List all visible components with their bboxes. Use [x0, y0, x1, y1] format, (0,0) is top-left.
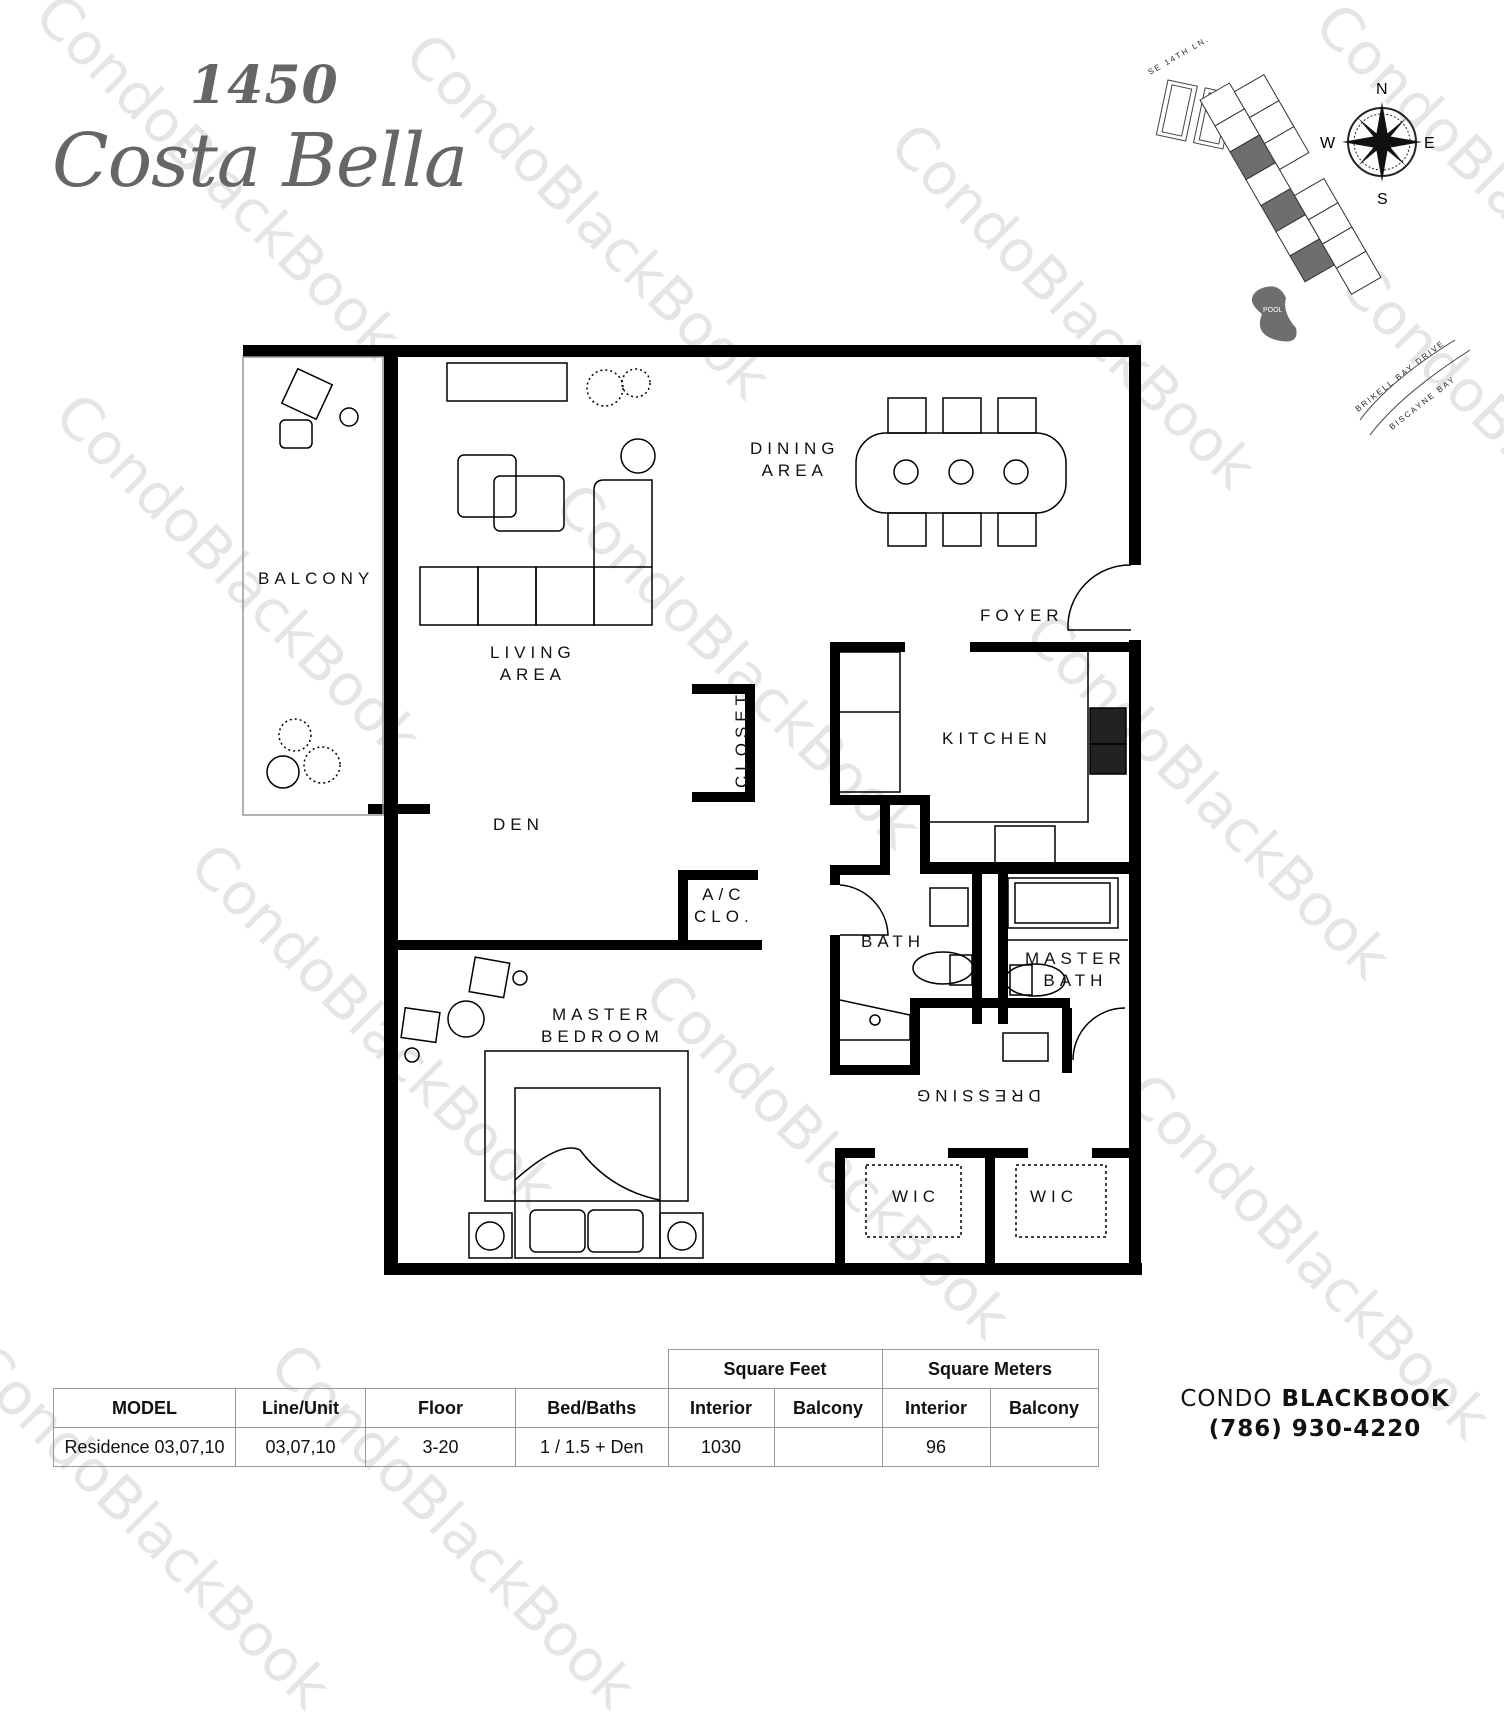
room-label-wic-1: WIC: [892, 1187, 941, 1206]
table-cell: 03,07,10: [235, 1427, 366, 1467]
table-row: Residence 03,07,10 03,07,10 3-20 1 / 1.5…: [53, 1427, 1099, 1467]
table-cell: 3-20: [365, 1427, 516, 1467]
column-header: Floor: [365, 1388, 516, 1428]
brand-name: CONDO BLACKBOOK: [1150, 1384, 1480, 1414]
room-label-line: LIVING: [490, 643, 576, 662]
compass-icon: N S E W: [1320, 81, 1435, 208]
brand-phone[interactable]: (786) 930-4220: [1208, 1416, 1422, 1442]
room-label-balcony: BALCONY: [258, 569, 375, 588]
room-label-closet: CLOSET: [732, 689, 752, 789]
room-label-line: AREA: [499, 665, 567, 684]
plant-icon: [266, 368, 651, 789]
svg-text:S: S: [1377, 191, 1388, 208]
column-header: Interior: [881, 1388, 991, 1428]
table-cell: [773, 1427, 883, 1467]
svg-text:W: W: [1320, 135, 1336, 152]
table-cell: [989, 1427, 1099, 1467]
table-cell: 1030: [667, 1427, 775, 1467]
brand-block: CONDO BLACKBOOK (786) 930-4220: [1150, 1384, 1480, 1444]
room-label-master-bedroom: MASTER BEDROOM: [541, 1004, 664, 1048]
room-label-living-area: LIVING AREA: [490, 642, 576, 686]
building-name: Costa Bella: [52, 118, 468, 204]
svg-text:POOL: POOL: [1263, 307, 1283, 314]
room-label-line: AREA: [761, 461, 828, 480]
room-label-line: MASTER: [1025, 949, 1126, 968]
room-label-den: DEN: [493, 815, 544, 834]
column-header: Line/Unit: [235, 1388, 366, 1428]
room-label-line: BATH: [1043, 971, 1108, 990]
room-label-foyer: FOYER: [980, 606, 1064, 625]
table-cell: 1 / 1.5 + Den: [515, 1427, 669, 1467]
room-label-dining-area: DINING AREA: [750, 438, 840, 482]
brand-name-bold: BLACKBOOK: [1281, 1386, 1450, 1412]
table-cell: 96: [881, 1427, 991, 1467]
room-label-ac-closet: A/C CLO.: [694, 884, 754, 928]
spec-table: Square Feet Square Meters MODEL Line/Uni…: [53, 1349, 1099, 1467]
svg-text:E: E: [1424, 135, 1435, 152]
svg-text:N: N: [1376, 81, 1388, 98]
header-square-meters: Square Meters: [881, 1349, 1099, 1389]
room-label-master-bath: MASTER BATH: [1025, 948, 1126, 992]
table-cell: Residence 03,07,10: [53, 1427, 236, 1467]
brand-name-light: CONDO: [1180, 1386, 1273, 1412]
room-label-line: DINING: [750, 439, 840, 458]
room-label-line: BEDROOM: [541, 1027, 664, 1046]
column-header: MODEL: [53, 1388, 236, 1428]
room-label-bath: BATH: [861, 932, 926, 951]
column-header: Balcony: [773, 1388, 883, 1428]
room-label-line: CLO.: [694, 907, 754, 926]
site-map-icon: POOL SE 14TH LN. BRIKELL BAY DRIVE BISCA…: [1147, 34, 1471, 436]
header-square-feet: Square Feet: [667, 1349, 883, 1389]
column-header: Interior: [667, 1388, 775, 1428]
room-label-wic-2: WIC: [1030, 1187, 1079, 1206]
room-label-kitchen: KITCHEN: [942, 729, 1052, 748]
floor-plan: [242, 345, 1142, 1275]
room-label-line: A/C: [702, 885, 746, 904]
key-plan: POOL SE 14TH LN. BRIKELL BAY DRIVE BISCA…: [1130, 20, 1490, 440]
column-header: Bed/Baths: [515, 1388, 669, 1428]
room-label-line: MASTER: [552, 1005, 653, 1024]
building-number: 1450: [190, 55, 339, 116]
column-header: Balcony: [989, 1388, 1099, 1428]
room-label-dressing: DRESSING: [912, 1086, 1041, 1105]
